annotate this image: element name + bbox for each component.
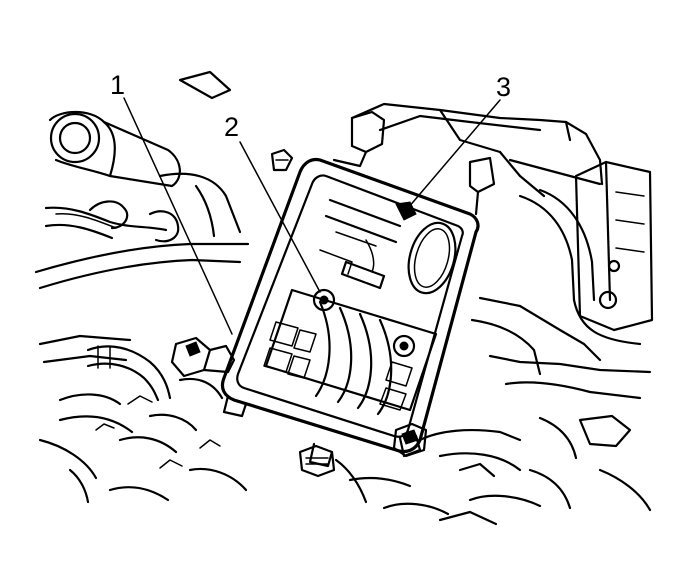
callout-labels: 1 2 3: [110, 70, 511, 142]
leader-line-2: [239, 141, 321, 293]
callout-2: 2: [224, 112, 239, 142]
oval-port: [407, 221, 457, 295]
bottom-connector: [298, 444, 336, 478]
callout-3: 3: [496, 72, 511, 102]
leader-line-1: [123, 97, 233, 335]
leader-line-3: [407, 99, 501, 209]
callout-leaders: [123, 97, 501, 335]
background-components: [34, 70, 654, 526]
callout-1: 1: [110, 70, 125, 100]
bolt-lower: [392, 334, 416, 358]
bolt-upper: [312, 288, 336, 312]
round-cap: [49, 112, 101, 164]
component-cover-frame: [220, 110, 496, 468]
round-cap-inner: [58, 121, 92, 155]
